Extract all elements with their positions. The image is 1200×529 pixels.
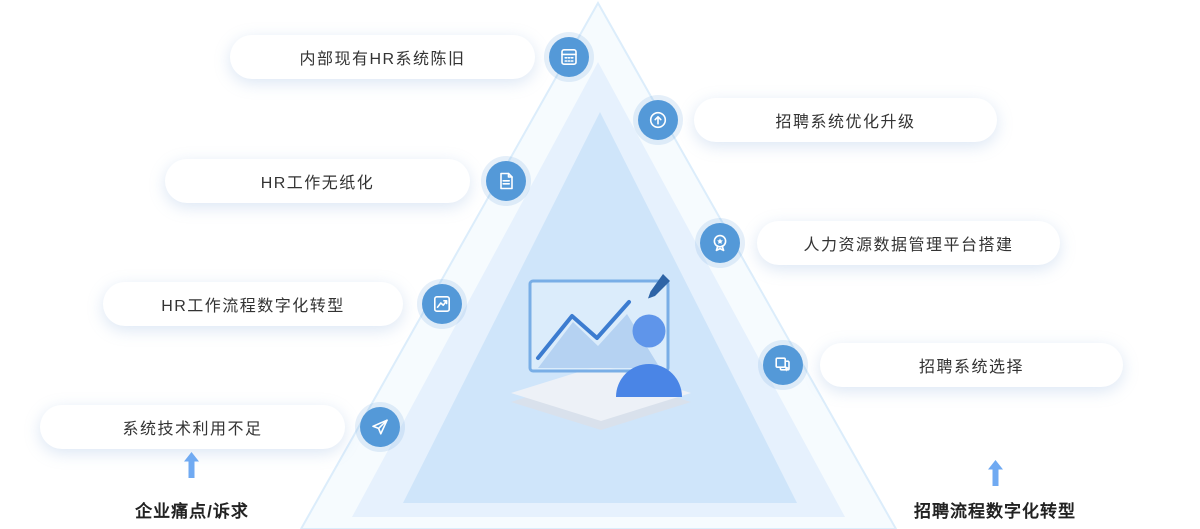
up-arrow-icon <box>184 452 199 478</box>
calculator-icon <box>561 48 577 65</box>
icon-circle <box>763 345 803 385</box>
footer-label-left: 企业痛点/诉求 <box>135 502 249 521</box>
pill-label: 内部现有HR系统陈旧 <box>299 51 466 68</box>
pain-point-pill-4: 系统技术利用不足 <box>40 405 345 449</box>
person-figure <box>616 314 682 397</box>
icon-circle <box>422 284 462 324</box>
document-icon <box>500 172 513 190</box>
solution-pill-2: 人力资源数据管理平台搭建 <box>757 221 1060 265</box>
upgrade-target-icon <box>649 111 667 129</box>
pen-icon <box>648 274 670 299</box>
pill-label: HR工作无纸化 <box>260 175 375 192</box>
pain-point-pill-2: HR工作无纸化 <box>165 159 470 203</box>
solution-pill-3: 招聘系统选择 <box>820 343 1123 387</box>
pill-label: HR工作流程数字化转型 <box>161 298 345 315</box>
paper-plane-icon <box>372 419 388 435</box>
copy-select-icon <box>775 357 790 372</box>
pain-point-pill-3: HR工作流程数字化转型 <box>103 282 403 326</box>
up-arrow-icon <box>988 460 1003 486</box>
pill-label: 招聘系统优化升级 <box>775 114 916 131</box>
center-illustration <box>511 274 691 430</box>
icon-circle <box>638 100 678 140</box>
chart-frame <box>528 274 670 373</box>
icon-circle <box>360 407 400 447</box>
pill-label: 招聘系统选择 <box>918 359 1024 376</box>
icon-circle <box>700 223 740 263</box>
solution-pill-1: 招聘系统优化升级 <box>694 98 997 142</box>
icon-circle <box>486 161 526 201</box>
pill-label: 系统技术利用不足 <box>122 421 263 438</box>
line-chart-icon <box>433 295 450 312</box>
badge-icon <box>713 234 727 252</box>
icon-circle <box>549 37 589 77</box>
pill-label: 人力资源数据管理平台搭建 <box>803 237 1014 254</box>
footer-label-right: 招聘流程数字化转型 <box>914 502 1076 521</box>
pain-point-pill-1: 内部现有HR系统陈旧 <box>230 35 535 79</box>
